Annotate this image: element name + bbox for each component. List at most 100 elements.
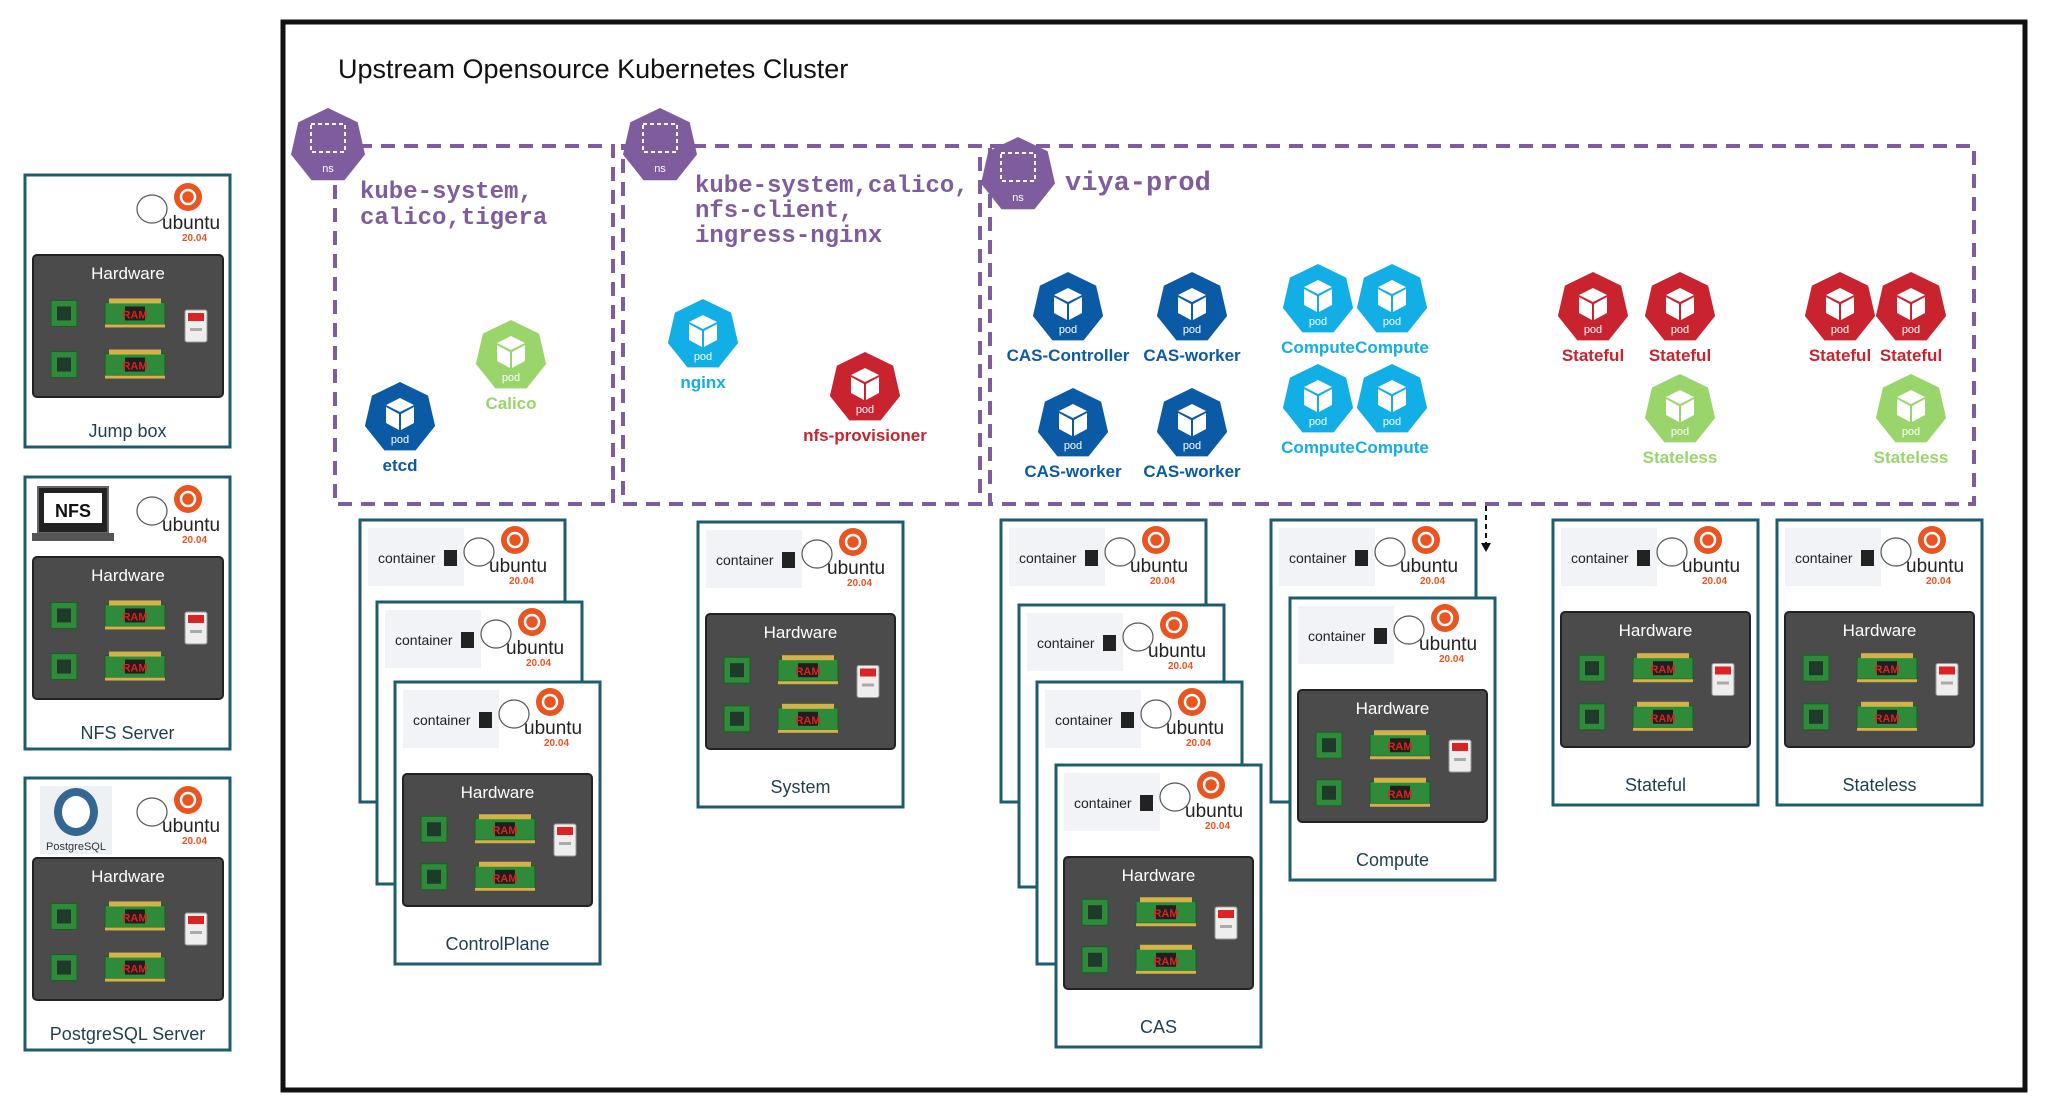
pod-label: Stateful xyxy=(1809,346,1871,365)
hardware-label: Hardware xyxy=(91,566,165,585)
pod-icon: pod xyxy=(1804,272,1876,341)
ubuntu-text: ubuntu xyxy=(1682,556,1740,577)
ram-label: RAM xyxy=(795,666,820,678)
pod-icon: pod xyxy=(1356,264,1428,333)
cpu-icon xyxy=(723,656,751,684)
hardware-label: Hardware xyxy=(1843,621,1917,640)
ram-label: RAM xyxy=(492,825,517,837)
ns-hexagon-icon: ns xyxy=(623,108,697,181)
containerd-logo: container xyxy=(1785,528,1881,586)
server-label: Jump box xyxy=(88,421,166,441)
pod-label: CAS-worker xyxy=(1143,462,1241,481)
postgresql-logo: PostgreSQL xyxy=(40,786,112,854)
ram-label: RAM xyxy=(122,611,147,623)
ns-hexagon-icon: ns xyxy=(981,137,1055,210)
server-label: PostgreSQL Server xyxy=(50,1024,205,1044)
ssd-icon xyxy=(1935,663,1959,696)
pod-label: Stateless xyxy=(1643,448,1718,467)
node-pool-label: Stateless xyxy=(1842,775,1916,795)
pod-icon: pod xyxy=(667,299,739,368)
ubuntu-text: ubuntu xyxy=(524,718,582,739)
ubuntu-version: 20.04 xyxy=(1168,661,1193,672)
cpu-icon xyxy=(723,705,751,733)
ssd-icon xyxy=(184,912,208,946)
ram-label: RAM xyxy=(1874,664,1899,676)
cpu-icon xyxy=(1315,779,1343,807)
pod-icon: pod xyxy=(1875,374,1947,443)
ram-label: RAM xyxy=(1153,908,1178,920)
containerd-logo: container xyxy=(1009,528,1105,586)
pod-label: CAS-worker xyxy=(1143,346,1241,365)
hardware-label: Hardware xyxy=(1356,699,1430,718)
node-pool-label: CAS xyxy=(1140,1017,1177,1037)
cpu-icon xyxy=(420,815,448,843)
containerd-text: container xyxy=(1055,712,1113,728)
pod-label: Compute xyxy=(1355,438,1429,457)
containerd-logo: container xyxy=(368,528,464,586)
containerd-logo: container xyxy=(1298,606,1394,664)
pod-label: Compute xyxy=(1281,338,1355,357)
ubuntu-text: ubuntu xyxy=(1166,718,1224,739)
ubuntu-version: 20.04 xyxy=(182,535,207,546)
ubuntu-version: 20.04 xyxy=(182,836,207,847)
pod-icon-label: pod xyxy=(1064,440,1082,452)
pod-icon-label: pod xyxy=(502,372,520,384)
containerd-logo: container xyxy=(403,690,499,748)
ram-label: RAM xyxy=(1650,664,1675,676)
hardware-label: Hardware xyxy=(1619,621,1693,640)
ram-label: RAM xyxy=(1387,789,1412,801)
containerd-text: container xyxy=(413,712,471,728)
ns-icon-label: ns xyxy=(322,163,334,175)
cpu-icon xyxy=(1802,654,1830,682)
node-pool-label: Stateful xyxy=(1625,775,1686,795)
pod-icon: pod xyxy=(1032,272,1104,341)
containerd-text: container xyxy=(378,550,436,566)
ubuntu-text: ubuntu xyxy=(1400,556,1458,577)
containerd-text: container xyxy=(1019,550,1077,566)
ssd-icon xyxy=(553,823,577,857)
cpu-icon xyxy=(1315,731,1343,759)
cpu-icon xyxy=(50,653,78,681)
pod-icon: pod xyxy=(364,382,436,451)
cluster-frame xyxy=(280,19,2028,1093)
pod-label: Calico xyxy=(485,394,536,413)
cpu-icon xyxy=(1578,654,1606,682)
pod-label: Stateful xyxy=(1880,346,1942,365)
hardware-label: Hardware xyxy=(91,867,165,886)
ubuntu-version: 20.04 xyxy=(1702,576,1727,587)
containerd-text: container xyxy=(716,552,774,568)
pod-icon-label: pod xyxy=(1309,316,1327,328)
ubuntu-text: ubuntu xyxy=(506,638,564,659)
ram-label: RAM xyxy=(122,663,147,675)
pod-icon: pod xyxy=(1644,272,1716,341)
svg-text:NFS: NFS xyxy=(55,501,91,521)
ns-icon-label: ns xyxy=(654,163,666,175)
ubuntu-version: 20.04 xyxy=(847,578,872,589)
ubuntu-text: ubuntu xyxy=(162,816,220,837)
arrow-head xyxy=(1481,543,1491,552)
cpu-icon xyxy=(50,601,78,629)
pod-icon: pod xyxy=(1282,364,1354,433)
pod-icon: pod xyxy=(1875,272,1947,341)
ram-label: RAM xyxy=(1874,713,1899,725)
pod-icon-label: pod xyxy=(1183,324,1201,336)
containerd-logo: container xyxy=(706,530,802,588)
containerd-text: container xyxy=(1037,635,1095,651)
